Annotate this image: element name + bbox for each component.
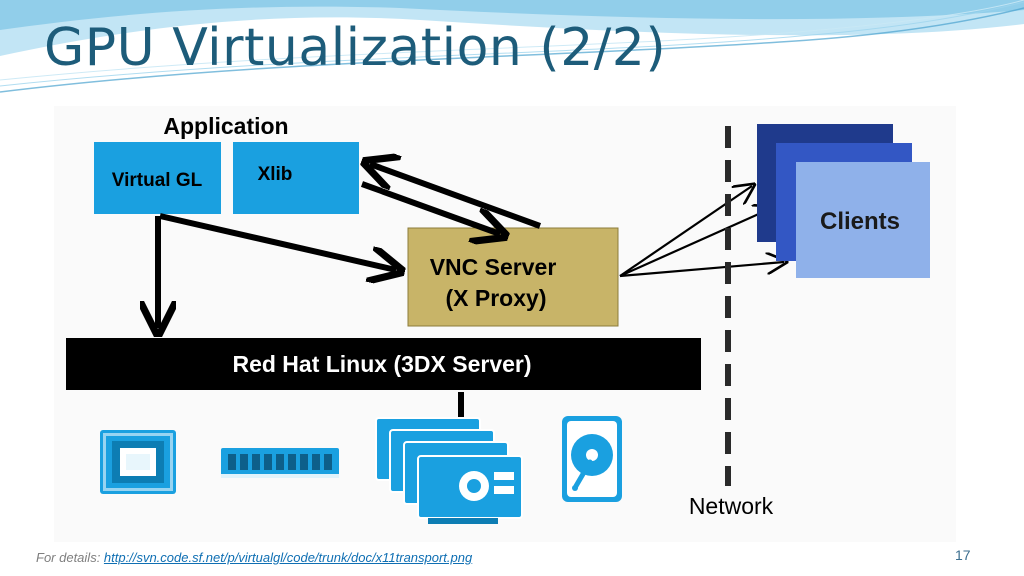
clients-label: Clients (820, 208, 900, 235)
vnc-server-label: VNC Server (430, 254, 557, 280)
footer-reference: For details: http://svn.code.sf.net/p/vi… (36, 550, 472, 565)
arrow-xlib-to-vnc (360, 181, 500, 234)
client-box-front (796, 162, 930, 278)
arrow-vnc-to-client-2 (619, 208, 772, 278)
arrow-vnc-to-xlib (370, 164, 542, 229)
application-label: Application (163, 113, 288, 139)
memory-icon (221, 448, 339, 478)
footer-link[interactable]: http://svn.code.sf.net/p/virtualgl/code/… (103, 550, 473, 565)
hard-disk-icon (562, 416, 622, 502)
slide-title: GPU Virtualization (2/2) (44, 18, 667, 78)
clients-stack (757, 124, 930, 278)
xlib-label: Xlib (258, 164, 293, 185)
linux-label: Red Hat Linux (3DX Server) (232, 351, 531, 377)
cpu-icon (100, 430, 176, 494)
linux-bar (66, 338, 701, 390)
virtualgl-label: Virtual GL (112, 170, 203, 191)
xlib-box (233, 142, 359, 214)
network-label: Network (689, 493, 774, 519)
gpu-cards-icon (375, 417, 523, 524)
arrow-vnc-to-client-3 (619, 262, 784, 278)
x-proxy-label: (X Proxy) (446, 285, 547, 311)
arrow-virtualgl-to-vnc (159, 213, 396, 270)
footer-prefix: For details: (36, 550, 104, 565)
virtualgl-box (94, 142, 221, 214)
page-number: 17 (955, 547, 971, 563)
